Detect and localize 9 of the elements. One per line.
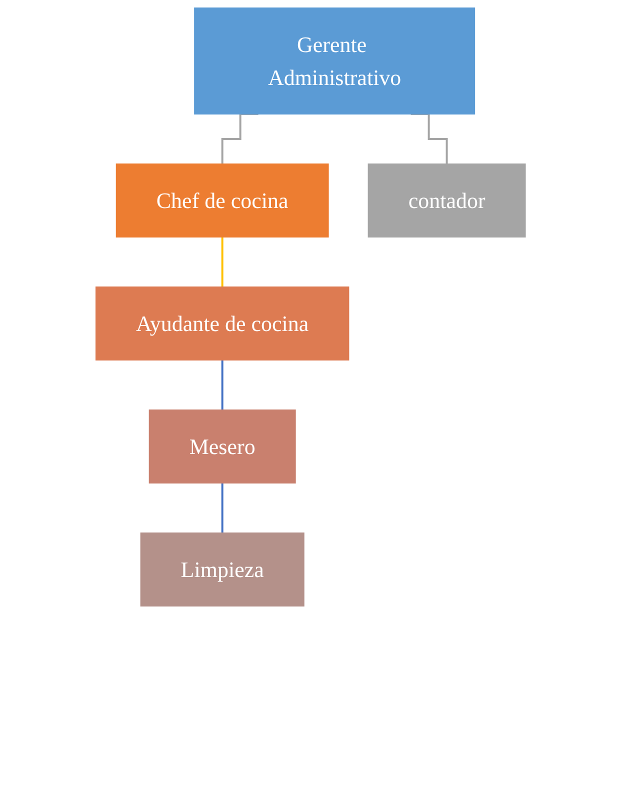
node-box: contador: [368, 164, 526, 238]
node-box: Chef de cocina: [116, 164, 329, 238]
node-box: Ayudante de cocina: [95, 286, 350, 360]
node-box: Gerente Administrativo: [194, 8, 475, 114]
connector: [221, 482, 224, 534]
connector: [221, 236, 224, 288]
node-box: Mesero: [148, 410, 296, 484]
connector: [221, 359, 224, 411]
node-box: Limpieza: [140, 532, 304, 606]
